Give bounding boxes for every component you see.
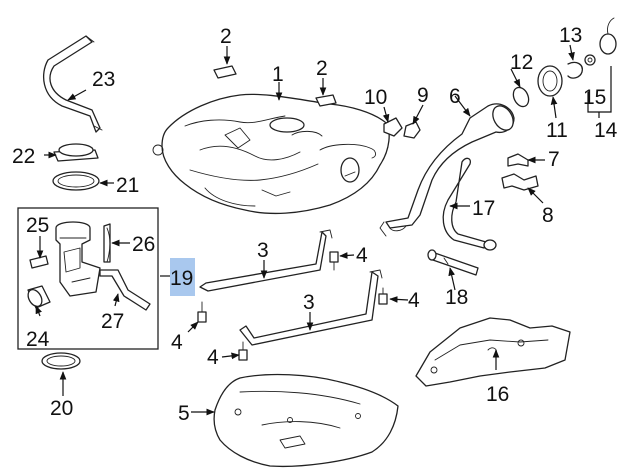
callout-4: 4 (171, 331, 183, 354)
callout-13: 13 (559, 24, 582, 47)
callout-4: 4 (408, 289, 420, 312)
callout-22: 22 (12, 145, 35, 168)
callout-4: 4 (207, 346, 219, 369)
filler-pipe-bracket-lower (501, 173, 539, 191)
filler-neck-ring (512, 86, 530, 108)
callout-23: 23 (92, 68, 115, 91)
callout-4: 4 (356, 244, 368, 267)
callout-10: 10 (364, 86, 387, 109)
tank-strap-upper (199, 229, 333, 292)
filler-neck-housing (537, 65, 563, 97)
callout-18: 18 (445, 286, 468, 309)
fuel-cap (599, 17, 617, 55)
strap-bolt-b (378, 287, 388, 305)
strap-bolt-a (329, 251, 339, 271)
callout-2: 2 (316, 57, 328, 80)
fuel-level-sender (99, 269, 151, 311)
callout-7: 7 (548, 148, 560, 171)
callout-6: 6 (449, 85, 461, 108)
callout-3: 3 (303, 291, 315, 314)
strap-bolt-d (238, 341, 248, 361)
tank-clip-left (213, 65, 237, 79)
callout-2: 2 (220, 25, 232, 48)
fuel-pump-module (55, 221, 101, 297)
fuel-pump-cap (53, 143, 99, 162)
callout-24: 24 (26, 328, 50, 351)
callout-21: 21 (116, 174, 139, 197)
callout-1: 1 (272, 63, 284, 86)
highlight-box (170, 258, 195, 296)
callout-19: 19 (170, 267, 193, 290)
callout-15: 15 (583, 86, 606, 109)
fuel-tank (152, 93, 390, 215)
filler-pipe-bracket-upper (507, 153, 529, 167)
fuel-pump (27, 285, 51, 309)
strap-bolt-c (197, 301, 207, 323)
bracket-14 (587, 66, 612, 118)
callout-labels: 1223344445678910111213141516171819202122… (12, 24, 618, 425)
fuel-line (427, 249, 479, 276)
vent-tube-clamp (383, 117, 403, 137)
callout-12: 12 (510, 51, 533, 74)
callout-3: 3 (257, 239, 269, 262)
callout-26: 26 (132, 233, 155, 256)
callout-9: 9 (417, 84, 429, 107)
fuel-pump-lock-ring (52, 171, 100, 191)
callout-16: 16 (486, 383, 509, 406)
callout-5: 5 (178, 402, 190, 425)
fuel-tank-under-cover (213, 373, 399, 468)
gasket (584, 54, 596, 66)
fuel-filler-pipe (379, 103, 515, 237)
callout-8: 8 (542, 204, 554, 227)
callout-25: 25 (26, 214, 49, 237)
callout-20: 20 (50, 397, 73, 420)
callout-27: 27 (101, 310, 124, 333)
fuel-pump-harness (42, 35, 103, 133)
pump-wire-harness (103, 223, 111, 263)
retainer-ring (567, 61, 583, 79)
callout-17: 17 (472, 197, 495, 220)
splash-shield (415, 317, 571, 387)
callout-11: 11 (546, 119, 568, 142)
callout-14: 14 (594, 119, 618, 142)
fuel-pump-gasket (41, 352, 81, 370)
tank-clip-right (315, 94, 337, 107)
vent-hose-bracket (403, 121, 421, 139)
